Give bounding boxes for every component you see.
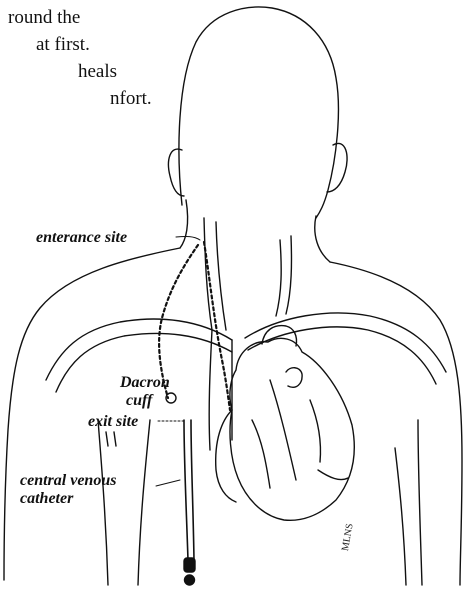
left-arm-inner (98, 420, 108, 585)
right-subclavian-lower (248, 327, 436, 384)
catheter-external-line-2 (191, 420, 194, 560)
catheter-external-line-1 (184, 420, 188, 560)
heart-atrium (216, 410, 236, 502)
catheter-intravascular-dotted (204, 242, 230, 410)
leader-cvc (156, 480, 180, 486)
catheter-hub (184, 558, 195, 572)
heart-coronary-4 (318, 470, 348, 480)
neck-left-edge (180, 200, 188, 248)
left-ear (169, 149, 185, 196)
left-subclavian-upper (46, 319, 232, 380)
jugular-vein-outer (276, 240, 281, 316)
right-arm-inner (418, 420, 422, 585)
heart-outline (230, 338, 354, 520)
leader-entrance (176, 236, 200, 240)
right-torso-side (395, 448, 406, 585)
label-dacron: Dacron (120, 374, 170, 391)
neck-right-edge (315, 216, 330, 262)
heart-coronary-3 (252, 420, 270, 488)
label-cuff: cuff (126, 392, 152, 409)
label-central-venous: central venous (20, 472, 116, 489)
vena-cava-left (209, 330, 212, 450)
jugular-vein-right (216, 222, 226, 330)
heart-vessel-stub (286, 368, 302, 388)
right-subclavian-upper (245, 313, 446, 372)
hatch-mark-2 (114, 432, 116, 446)
head-outline (179, 7, 338, 218)
heart-coronary-2 (310, 400, 321, 462)
hatch-mark-1 (106, 432, 108, 446)
label-exit-site: exit site (88, 413, 138, 430)
heart-coronary-1 (270, 380, 296, 480)
catheter-cap (185, 575, 195, 585)
label-catheter: catheter (20, 490, 73, 507)
left-torso-side (138, 420, 150, 585)
jugular-vein-outer-2 (286, 236, 291, 314)
label-entrance-site: enterance site (36, 229, 127, 246)
